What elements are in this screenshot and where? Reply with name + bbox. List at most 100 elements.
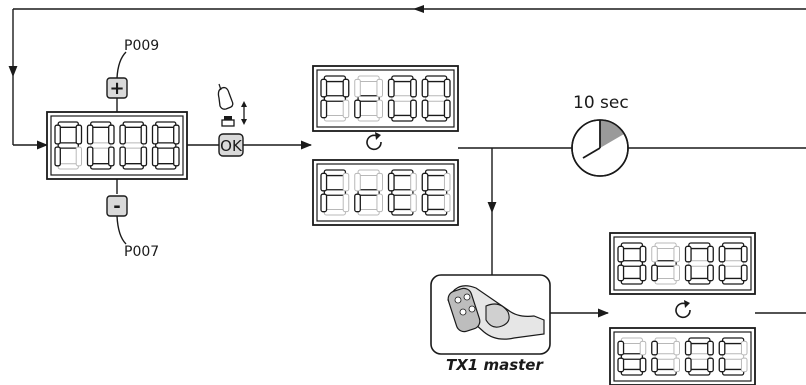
segment-b	[708, 341, 714, 355]
segment-c	[109, 147, 114, 166]
segment-d	[392, 209, 413, 215]
segment-g	[723, 354, 744, 360]
segment-e	[389, 194, 395, 212]
segment-a	[324, 170, 345, 176]
segment-d	[655, 369, 676, 375]
segment-e	[422, 100, 428, 118]
segment-e	[55, 147, 60, 166]
segment-c	[674, 265, 680, 281]
segment-f	[719, 341, 725, 355]
segment-e	[355, 100, 361, 118]
segment-b	[674, 246, 680, 262]
prog-display-top	[313, 66, 458, 131]
segment-g	[358, 96, 379, 102]
segment-f	[686, 246, 692, 262]
segment-f	[686, 341, 692, 355]
segment-a	[91, 122, 111, 127]
segment-b	[174, 125, 179, 144]
plus-key[interactable]: +	[107, 78, 127, 99]
digit-1	[618, 243, 646, 284]
segment-b	[444, 173, 450, 191]
segment-d	[123, 164, 143, 169]
digit-1	[618, 338, 646, 375]
svg-text:-: -	[113, 196, 120, 217]
cycle-arrows-icon	[367, 132, 403, 156]
segment-b	[377, 79, 383, 97]
segment-d	[621, 369, 642, 375]
segment-d	[621, 278, 642, 284]
segment-a	[358, 170, 379, 176]
clock-icon	[572, 120, 628, 176]
segment-d	[324, 209, 345, 215]
segment-e	[389, 100, 395, 118]
segment-b	[444, 79, 450, 97]
segment-g	[621, 261, 642, 267]
segment-a	[426, 170, 447, 176]
segment-c	[411, 100, 417, 118]
segment-c	[708, 358, 714, 372]
segment-b	[109, 125, 114, 144]
segment-b	[141, 125, 146, 144]
segment-f	[355, 173, 361, 191]
segment-a	[655, 243, 676, 249]
segment-a	[723, 243, 744, 249]
segment-f	[389, 173, 395, 191]
segment-a	[392, 170, 413, 176]
segment-g	[324, 96, 345, 102]
segment-e	[355, 194, 361, 212]
segment-c	[741, 358, 747, 372]
segment-d	[723, 278, 744, 284]
lower-display-bottom	[610, 328, 755, 385]
segment-f	[422, 173, 428, 191]
segment-e	[618, 265, 624, 281]
segment-c	[640, 265, 646, 281]
digit-2	[652, 338, 680, 375]
segment-a	[58, 122, 78, 127]
segment-g	[324, 190, 345, 196]
segment-a	[689, 243, 710, 249]
segment-e	[321, 100, 327, 118]
segment-e	[120, 147, 125, 166]
segment-c	[377, 100, 383, 118]
segment-f	[120, 125, 125, 144]
svg-text:OK: OK	[220, 137, 243, 155]
segment-g	[392, 190, 413, 196]
ok-key[interactable]: OK	[219, 134, 243, 156]
segment-b	[640, 246, 646, 262]
segment-g	[392, 96, 413, 102]
segment-e	[618, 358, 624, 372]
segment-b	[674, 341, 680, 355]
segment-d	[723, 369, 744, 375]
segment-g	[358, 190, 379, 196]
main-display	[47, 112, 187, 179]
segment-g	[655, 354, 676, 360]
segment-c	[708, 265, 714, 281]
segment-a	[621, 338, 642, 344]
segment-b	[708, 246, 714, 262]
segment-d	[156, 164, 176, 169]
segment-d	[358, 115, 379, 121]
segment-g	[621, 354, 642, 360]
segment-a	[392, 76, 413, 82]
segment-c	[444, 194, 450, 212]
segment-d	[689, 369, 710, 375]
segment-e	[719, 265, 725, 281]
segment-d	[655, 278, 676, 284]
segment-f	[321, 79, 327, 97]
digit-3	[686, 338, 714, 375]
remote-in-hand-icon	[431, 275, 550, 354]
segment-a	[621, 243, 642, 249]
segment-b	[640, 341, 646, 355]
minus-key[interactable]: -	[107, 196, 127, 217]
segment-e	[321, 194, 327, 212]
segment-g	[655, 261, 676, 267]
segment-a	[324, 76, 345, 82]
segment-d	[426, 115, 447, 121]
segment-g	[723, 261, 744, 267]
segment-c	[343, 194, 349, 212]
prog-display-bottom	[313, 160, 458, 225]
segment-c	[343, 100, 349, 118]
segment-b	[741, 246, 747, 262]
segment-c	[377, 194, 383, 212]
